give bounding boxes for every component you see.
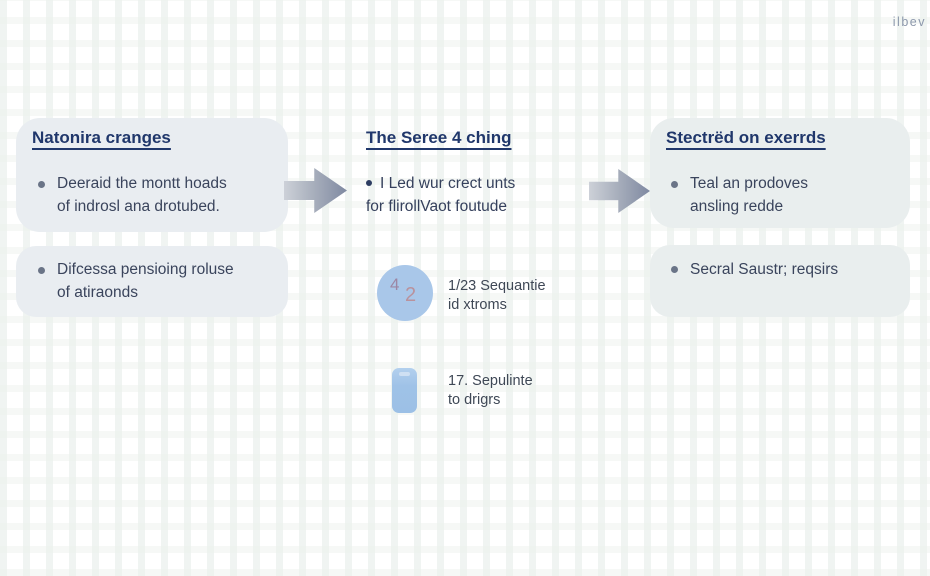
card-left-top (16, 118, 288, 232)
watermark-text: ilbev (892, 15, 926, 29)
bullet-line: I Led wur crect unts (366, 172, 515, 195)
phone-icon (392, 368, 417, 413)
bullet-dot-icon (671, 266, 678, 273)
phone-speaker-bar (399, 372, 410, 376)
right-column-header: Stectrëd on exerrds (666, 128, 826, 147)
right-card2-bullet: Secral Saustr; reqsirs (690, 258, 838, 281)
stat-line: 1/23 Sequantie (448, 278, 546, 294)
middle-column-header: The Seree 4 ching (366, 128, 512, 147)
card-right-top (650, 118, 910, 228)
bullet-dot-icon (38, 267, 45, 274)
left-card1-bullet: Deeraid the montt hoads of indrosl ana d… (57, 172, 227, 218)
bullet-dot-icon (366, 180, 372, 186)
card-right-bottom (650, 245, 910, 317)
right-card1-bullet: Teal an prodoves ansling redde (690, 172, 808, 218)
left-card2-bullet: Difcessa pensioing roluse of atiraonds (57, 258, 234, 304)
bullet-line: Deeraid the montt hoads (57, 175, 227, 192)
bullet-line: for flirollVaot foutude (366, 198, 508, 215)
number-circle-badge: 4 2 (377, 265, 433, 321)
circle-digit-small: 2 (405, 284, 417, 306)
circle-stat-label: 1/23 Sequantie id xtroms (448, 277, 546, 315)
stat-line: 17. Sepulinte (448, 373, 533, 389)
bullet-line: of indrosl ana drotubed. (57, 198, 220, 215)
left-column-header: Natonira cranges (32, 128, 171, 147)
card-left-bottom (16, 246, 288, 317)
bullet-line: ansling redde (690, 198, 784, 215)
bullet-line: Secral Saustr; reqsirs (690, 261, 839, 278)
stat-line: id xtroms (448, 297, 507, 313)
stat-line: to drigrs (448, 392, 501, 408)
circle-digit-large: 4 (390, 275, 400, 294)
bullet-dot-icon (38, 181, 45, 188)
middle-bullet: I Led wur crect unts for flirollVaot fou… (366, 172, 515, 218)
bullet-line: Teal an prodoves (690, 175, 809, 192)
phone-stat-label: 17. Sepulinte to drigrs (448, 372, 533, 410)
bullet-line-text: I Led wur crect unts (380, 175, 516, 192)
bullet-line: Difcessa pensioing roluse (57, 261, 234, 278)
bullet-line: of atiraonds (57, 284, 138, 301)
bullet-dot-icon (671, 181, 678, 188)
